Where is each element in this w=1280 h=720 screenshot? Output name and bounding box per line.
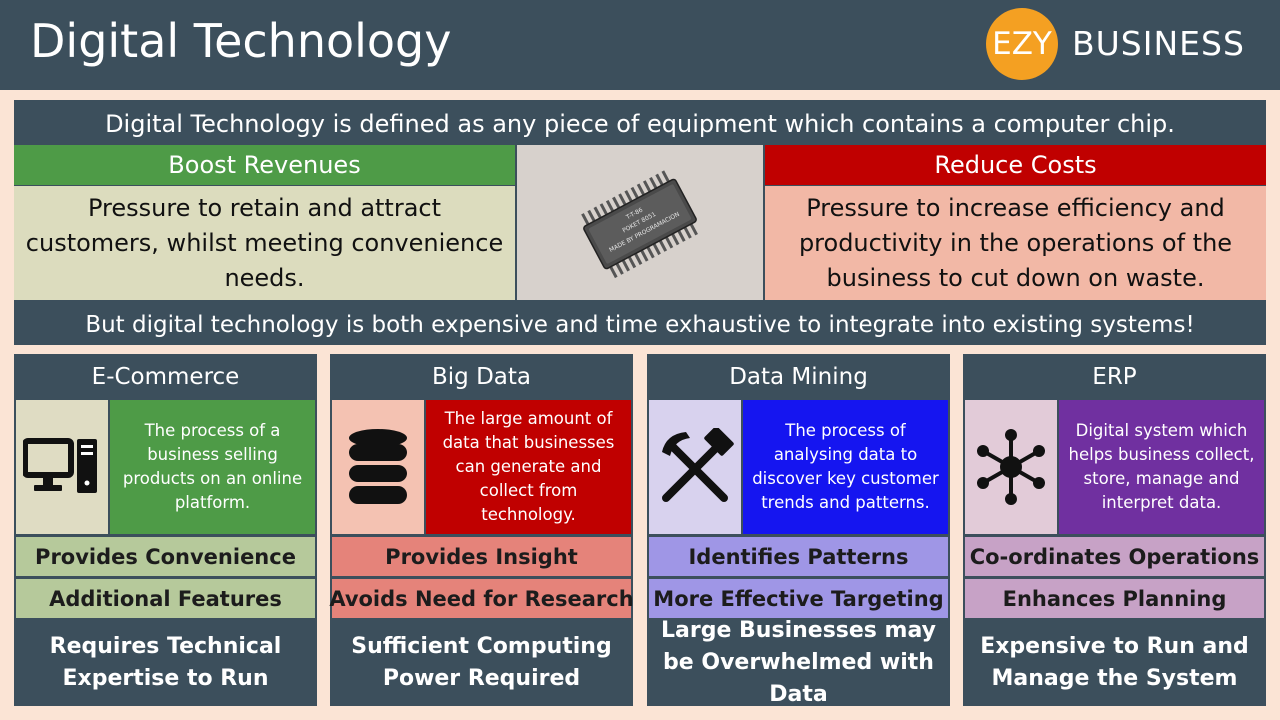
database-icon bbox=[349, 429, 407, 504]
boost-revenues-text: Pressure to retain and attract customers… bbox=[14, 186, 515, 300]
card-benefit-1: Provides Insight bbox=[332, 537, 631, 576]
chip-pin bbox=[612, 196, 621, 209]
chip-pin bbox=[599, 202, 608, 215]
card-description: The process of a business selling produc… bbox=[110, 400, 315, 534]
card-benefit-1: Co-ordinates Operations bbox=[965, 537, 1264, 576]
erp-card: ERP Digital system which helps business … bbox=[963, 354, 1266, 706]
logo-text: BUSINESS bbox=[1072, 24, 1245, 63]
card-benefit-2: Enhances Planning bbox=[965, 579, 1264, 618]
chip-pin bbox=[683, 226, 692, 239]
chip-pin bbox=[636, 183, 646, 196]
card-benefit-2: More Effective Targeting bbox=[649, 579, 948, 618]
card-drawback: Expensive to Run and Manage the System bbox=[980, 634, 1249, 691]
chip-pin bbox=[624, 189, 633, 202]
chip-pin bbox=[649, 176, 658, 189]
microchip-icon: T-T-86 POKET 8051 MADE BY PROGRAMACION bbox=[581, 169, 698, 278]
boost-revenues-heading: Boost Revenues bbox=[14, 145, 515, 185]
chip-pin bbox=[605, 199, 615, 212]
card-description: The large amount of data that businesses… bbox=[426, 400, 631, 534]
card-icon-panel bbox=[332, 400, 424, 534]
chip-pin bbox=[634, 252, 643, 265]
chip-pin bbox=[652, 242, 661, 255]
chip-pin bbox=[646, 245, 655, 258]
chip-pin bbox=[593, 206, 602, 219]
card-description: The process of analysing data to discove… bbox=[743, 400, 948, 534]
integration-warning-text: But digital technology is both expensive… bbox=[85, 312, 1195, 338]
data-mining-card: Data Mining The process of analysing dat… bbox=[647, 354, 950, 707]
chip-pin bbox=[677, 229, 686, 242]
card-drawback: Large Businesses may be Overwhelmed with… bbox=[661, 618, 936, 707]
card-benefit-1: Provides Convenience bbox=[16, 537, 315, 576]
chip-pin bbox=[630, 186, 639, 199]
chip-pin bbox=[627, 255, 637, 268]
card-drawback: Requires Technical Expertise to Run bbox=[49, 634, 282, 691]
card-benefit-2: Additional Features bbox=[16, 579, 315, 618]
hammer-pickaxe-icon bbox=[662, 428, 734, 502]
chip-pin bbox=[689, 222, 698, 235]
card-title: E-Commerce bbox=[91, 364, 240, 390]
chip-pin bbox=[621, 259, 630, 272]
card-benefit-2: Avoids Need for Research bbox=[329, 579, 634, 618]
chip-pin bbox=[615, 262, 624, 275]
reduce-costs-text: Pressure to increase efficiency and prod… bbox=[765, 186, 1266, 300]
computer-icon bbox=[23, 438, 97, 493]
card-title: ERP bbox=[1092, 364, 1137, 390]
reduce-costs-heading: Reduce Costs bbox=[765, 145, 1266, 185]
chip-pin bbox=[618, 192, 627, 205]
chip-image-panel: T-T-86 POKET 8051 MADE BY PROGRAMACION bbox=[517, 145, 763, 300]
page-title: Digital Technology bbox=[30, 14, 452, 68]
chip-pin bbox=[658, 239, 668, 252]
card-title: Big Data bbox=[432, 364, 531, 390]
chip-pin bbox=[642, 179, 652, 192]
chip-pin bbox=[661, 169, 670, 182]
big-data-card: Big Data The large amount of data that b… bbox=[329, 354, 634, 706]
chip-pin bbox=[609, 265, 618, 278]
chip-pin bbox=[581, 212, 590, 225]
header-bar bbox=[0, 0, 1280, 90]
chip-pin bbox=[640, 249, 649, 262]
ecommerce-card: E-Commerce The process of a business sel… bbox=[14, 354, 317, 706]
chip-pin bbox=[587, 209, 596, 222]
chip-pin bbox=[655, 173, 664, 186]
chip-pin bbox=[671, 232, 680, 245]
card-icon-panel bbox=[965, 400, 1057, 534]
network-hub-icon bbox=[977, 429, 1045, 505]
card-title: Data Mining bbox=[729, 364, 868, 390]
card-benefit-1: Identifies Patterns bbox=[649, 537, 948, 576]
logo-badge: EZY bbox=[986, 8, 1058, 80]
definition-text: Digital Technology is defined as any pie… bbox=[105, 110, 1175, 138]
chip-pin bbox=[664, 236, 674, 249]
card-description: Digital system which helps business coll… bbox=[1059, 400, 1264, 534]
card-icon-panel bbox=[16, 400, 108, 534]
card-icon-panel bbox=[649, 400, 741, 534]
card-drawback: Sufficient Computing Power Required bbox=[351, 634, 612, 691]
